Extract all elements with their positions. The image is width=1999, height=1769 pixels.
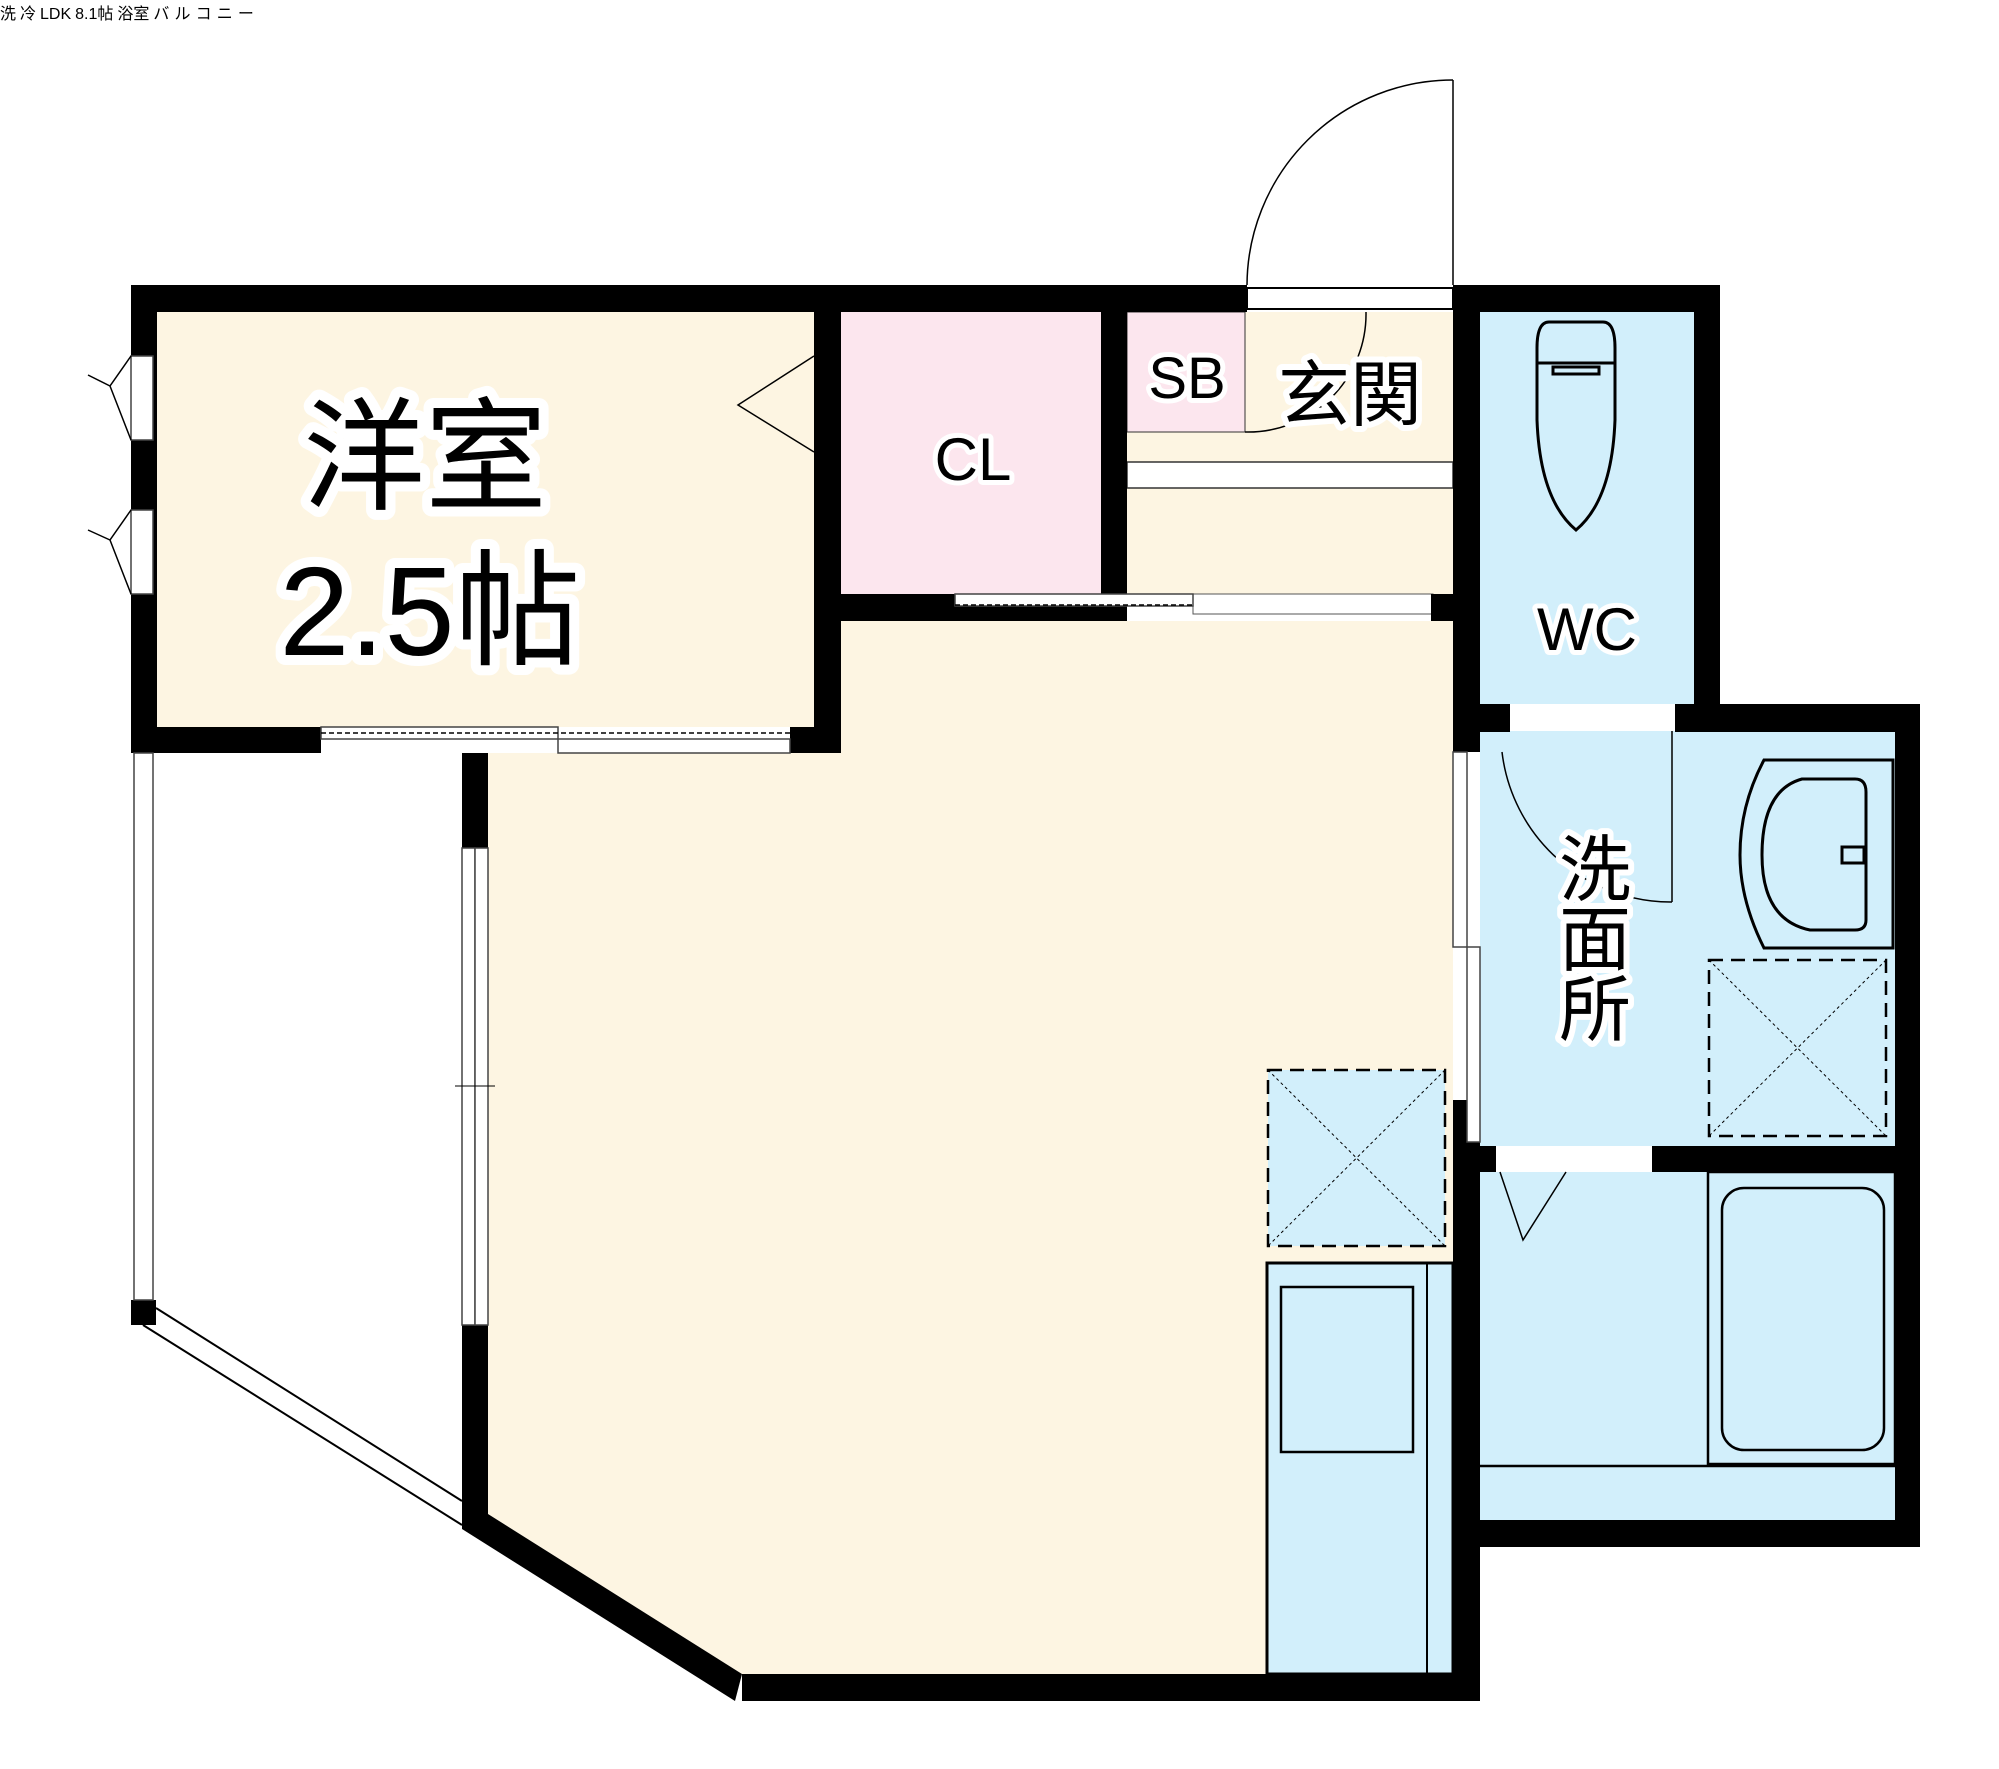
washing-machine-space (1707, 958, 1888, 1138)
balcony-rail (142, 1324, 463, 1526)
walls (131, 285, 1920, 1701)
bathroom-floor (1480, 1172, 1895, 1520)
western-room-size: 2.5帖 (279, 541, 580, 682)
balcony-label: バ ル コ ニ ー (153, 4, 254, 23)
refrigerator-label: 冷 (20, 4, 37, 23)
washing-machine-label: 洗 (0, 4, 17, 23)
washroom-floor (1480, 731, 1895, 1146)
kitchen-counter (1265, 1261, 1455, 1676)
ldk-label: LDK (40, 6, 72, 23)
western-room-floor (157, 312, 814, 727)
western-room-label: 洋室 (303, 387, 547, 529)
bathtub-icon (1480, 1170, 1897, 1468)
bathroom-label: 浴室 (117, 4, 150, 23)
shoe-box-floor (1126, 311, 1246, 433)
closet-label: CL (935, 426, 1012, 493)
balcony-rail (155, 1307, 463, 1502)
toilet-floor (1480, 312, 1694, 704)
svg-text:所: 所 (1559, 968, 1631, 1052)
wash-basin-icon (1738, 758, 1895, 950)
entrance-label: 玄関 (1278, 353, 1422, 437)
hall-opening (1192, 593, 1434, 615)
svg-text:面: 面 (1559, 898, 1631, 982)
windows (130, 287, 1481, 1326)
closet-floor (841, 312, 1101, 594)
entrance-step (1126, 461, 1454, 489)
ldk-floor (488, 621, 1453, 1674)
toilet-label: WC (1537, 596, 1637, 663)
svg-text:洗: 洗 (1559, 828, 1631, 912)
door-swings (87, 79, 1673, 1242)
ldk-size: 8.1帖 (75, 6, 114, 23)
shoe-box-label: SB (1148, 346, 1225, 411)
refrigerator-space (1266, 1068, 1447, 1248)
washroom-label: 洗 面 所 (1553, 822, 1637, 1058)
toilet-bowl-icon (1535, 320, 1617, 532)
